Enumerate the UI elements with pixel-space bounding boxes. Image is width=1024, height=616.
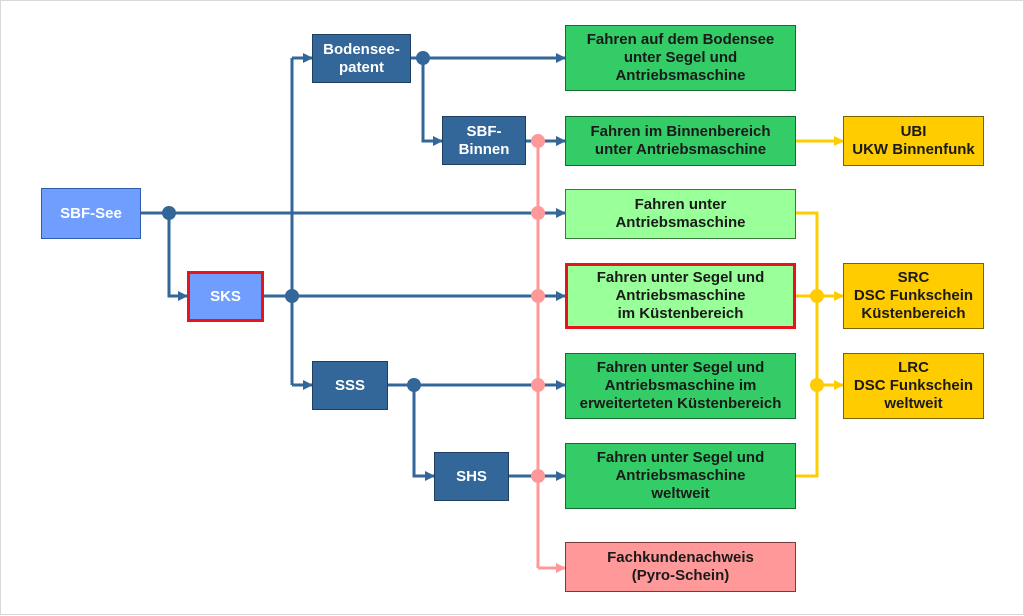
node-fahren-weltweit[interactable]: Fahren unter Segel und Antriebsmaschine … bbox=[565, 443, 796, 509]
pink-connectors bbox=[536, 136, 566, 573]
node-fahren-bodensee[interactable]: Fahren auf dem Bodensee unter Segel und … bbox=[565, 25, 796, 91]
node-lrc[interactable]: LRC DSC Funkschein weltweit bbox=[843, 353, 984, 419]
node-sbf-binnen[interactable]: SBF- Binnen bbox=[442, 116, 526, 165]
node-fahren-kuestenbereich[interactable]: Fahren unter Segel und Antriebsmaschine … bbox=[565, 263, 796, 329]
node-fachkundenachweis[interactable]: Fachkundenachweis (Pyro-Schein) bbox=[565, 542, 796, 592]
node-ubi[interactable]: UBI UKW Binnenfunk bbox=[843, 116, 984, 166]
node-sss[interactable]: SSS bbox=[312, 361, 388, 410]
node-sbf-see[interactable]: SBF-See bbox=[41, 188, 141, 239]
node-sks[interactable]: SKS bbox=[187, 271, 264, 322]
node-shs[interactable]: SHS bbox=[434, 452, 509, 501]
node-fahren-binnen[interactable]: Fahren im Binnenbereich unter Antriebsma… bbox=[565, 116, 796, 166]
yellow-connectors bbox=[796, 136, 844, 478]
node-src[interactable]: SRC DSC Funkschein Küstenbereich bbox=[843, 263, 984, 329]
node-bodenseepatent[interactable]: Bodensee- patent bbox=[312, 34, 411, 83]
node-fahren-antrieb[interactable]: Fahren unter Antriebsmaschine bbox=[565, 189, 796, 239]
junction-dots bbox=[162, 51, 824, 483]
node-fahren-erweitert[interactable]: Fahren unter Segel und Antriebsmaschine … bbox=[565, 353, 796, 419]
